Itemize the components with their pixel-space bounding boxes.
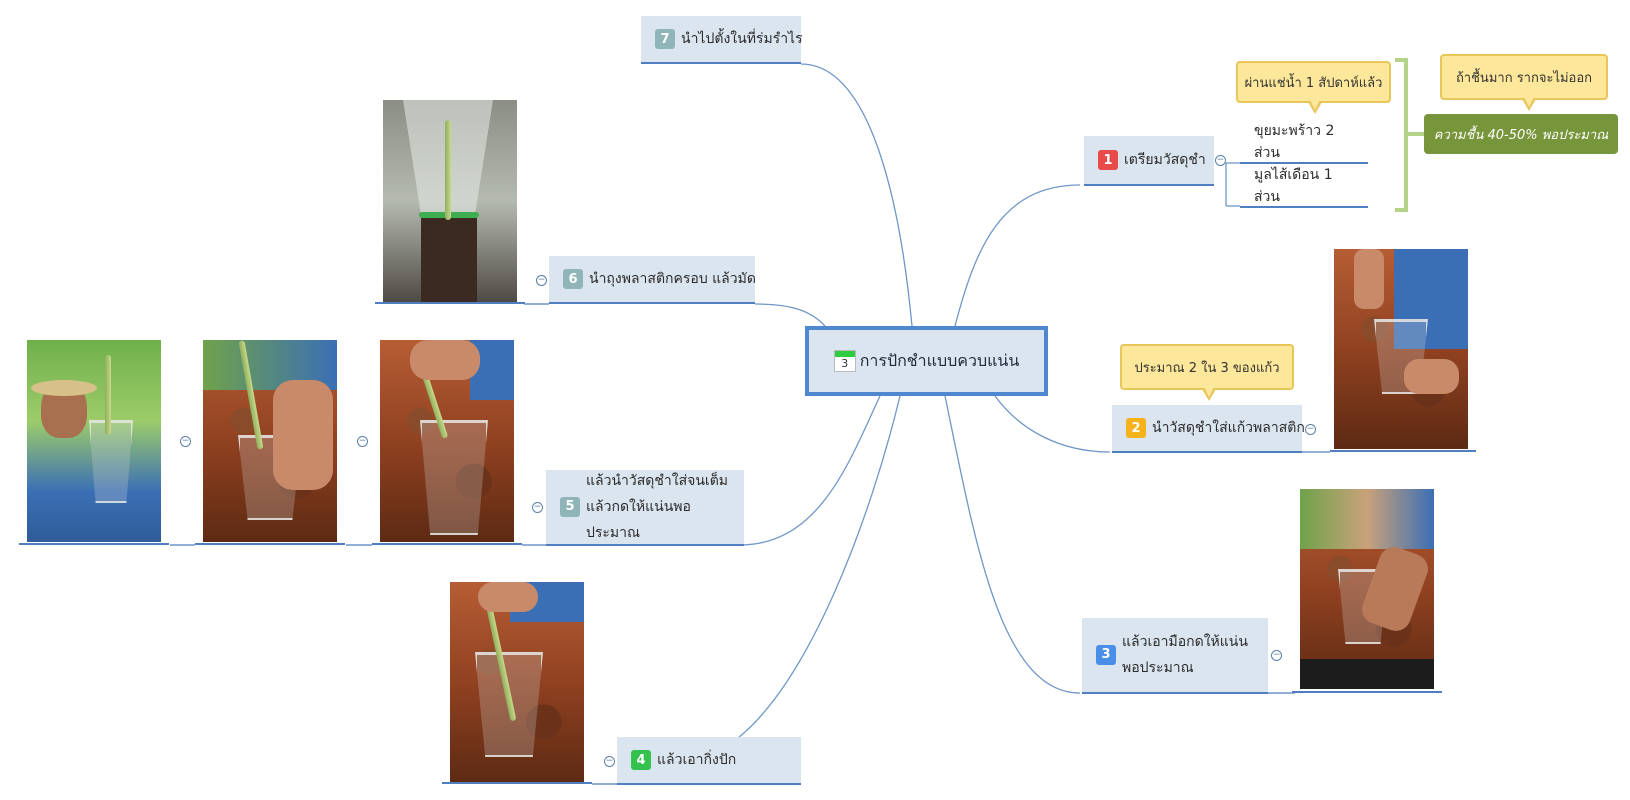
branch-7-node[interactable]: 7 นำไปตั้งในที่ร่มรำไร [641, 16, 803, 64]
callout-text: ผ่านแช่น้ำ 1 สัปดาห์แล้ว [1244, 75, 1383, 91]
photo-underline [19, 543, 169, 545]
branch-1-child-vermicompost[interactable]: มูลไส้เดือน 1 ส่วน [1240, 166, 1368, 208]
number-2-icon: 2 [1126, 418, 1146, 438]
branch-3-label: แล้วเอามือกดให้แน่นพอประมาณ [1122, 634, 1248, 676]
summary-moisture[interactable]: ความชื้น 40-50% พอประมาณ [1424, 114, 1618, 154]
photo-pressing-around-cutting [203, 340, 337, 542]
callout-too-wet[interactable]: ถ้าชื้นมาก รากจะไม่ออก [1440, 54, 1608, 111]
branch-2-node[interactable]: 2 นำวัสดุชำใส่แก้วพลาสติก [1112, 405, 1305, 453]
collapse-icon[interactable]: − [604, 756, 615, 767]
number-4-icon: 4 [631, 750, 651, 770]
photo-filling-soil-around-cutting [380, 340, 514, 542]
collapse-icon[interactable]: − [180, 436, 191, 447]
branch-4-node[interactable]: 4 แล้วเอากิ่งปัก [617, 737, 801, 785]
calendar-icon: 3 [833, 350, 856, 372]
photo-underline [372, 543, 522, 545]
collapse-icon[interactable]: − [532, 502, 543, 513]
branch-5-node[interactable]: 5 แล้วนำวัสดุชำใส่จนเต็มแล้วกดให้แน่นพอป… [546, 470, 744, 546]
branch-6-node[interactable]: 6 นำถุงพลาสติกครอบ แล้วมัด [549, 256, 756, 304]
collapse-icon[interactable]: − [357, 436, 368, 447]
summary-text: ความชื้น 40-50% พอประมาณ [1433, 127, 1609, 143]
child-label: ขุยมะพร้าว 2 ส่วน [1254, 123, 1335, 161]
branch-1-label: เตรียมวัสดุชำ [1124, 152, 1206, 168]
branch-2-label: นำวัสดุชำใส่แก้วพลาสติก [1152, 420, 1305, 436]
central-topic[interactable]: 3 การปักชำแบบควบแน่น [805, 326, 1048, 396]
number-3-icon: 3 [1096, 645, 1116, 665]
branch-3-node[interactable]: 3 แล้วเอามือกดให้แน่นพอประมาณ [1082, 618, 1268, 694]
central-topic-label: การปักชำแบบควบแน่น [859, 350, 1020, 370]
callout-cup-fill[interactable]: ประมาณ 2 ใน 3 ของแก้ว [1120, 344, 1294, 401]
callout-text: ประมาณ 2 ใน 3 ของแก้ว [1134, 360, 1280, 376]
callout-text: ถ้าชื้นมาก รากจะไม่ออก [1455, 70, 1593, 86]
branch-5-label: แล้วนำวัสดุชำใส่จนเต็มแล้วกดให้แน่นพอประ… [586, 473, 729, 541]
branch-1-node[interactable]: 1 เตรียมวัสดุชำ [1084, 136, 1214, 186]
branch-6-label: นำถุงพลาสติกครอบ แล้วมัด [589, 271, 756, 287]
branch-1-child-coconut[interactable]: ขุยมะพร้าว 2 ส่วน [1240, 122, 1368, 164]
collapse-icon[interactable]: − [536, 275, 547, 286]
callout-coconut-soak[interactable]: ผ่านแช่น้ำ 1 สัปดาห์แล้ว [1236, 61, 1391, 114]
branch-7-label: นำไปตั้งในที่ร่มรำไร [681, 31, 803, 47]
number-5-icon: 5 [560, 497, 580, 517]
collapse-icon[interactable]: − [1215, 155, 1226, 166]
photo-underline [442, 782, 592, 784]
collapse-icon[interactable]: − [1305, 424, 1316, 435]
number-1-icon: 1 [1098, 150, 1118, 170]
photo-plastic-bag-covered [383, 100, 517, 302]
photo-pressing-soil [1300, 489, 1434, 689]
photo-underline [195, 543, 345, 545]
photo-filling-cup [1334, 249, 1468, 449]
photo-farmer-holding-cup [27, 340, 161, 542]
number-6-icon: 6 [563, 269, 583, 289]
child-label: มูลไส้เดือน 1 ส่วน [1254, 167, 1333, 205]
photo-inserting-cutting [450, 582, 584, 782]
branch-4-label: แล้วเอากิ่งปัก [657, 752, 737, 768]
photo-underline [1330, 450, 1476, 452]
number-7-icon: 7 [655, 29, 675, 49]
photo-underline [1292, 691, 1442, 693]
photo-underline [375, 302, 525, 304]
collapse-icon[interactable]: − [1271, 650, 1282, 661]
